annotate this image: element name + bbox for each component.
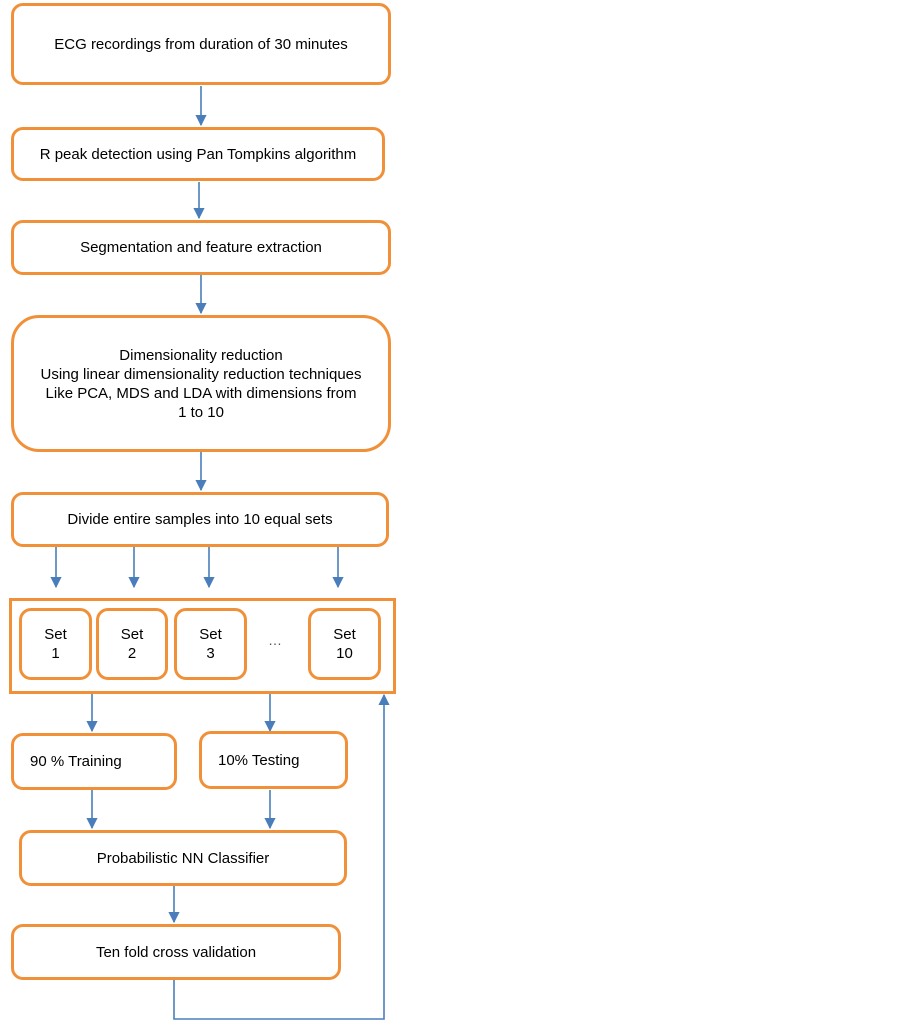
training-label: 90 % Training xyxy=(30,753,122,770)
dimred-line-3: Like PCA, MDS and LDA with dimensions fr… xyxy=(45,384,357,402)
set-10-box: Set 10 xyxy=(308,608,381,680)
set-1-number: 1 xyxy=(51,645,60,662)
set-3-number: 3 xyxy=(206,645,215,662)
set-2-number: 2 xyxy=(127,645,137,662)
dimensionality-reduction-box: Dimensionality reduction Using linear di… xyxy=(11,315,391,452)
divide-sets-box: Divide entire samples into 10 equal sets xyxy=(11,492,389,547)
classifier-label: Probabilistic NN Classifier xyxy=(96,849,270,867)
divide-sets-label: Divide entire samples into 10 equal sets xyxy=(67,511,333,528)
arrow-crossval-feedback xyxy=(173,693,390,1020)
set-3-box: Set 3 xyxy=(174,608,247,680)
set-2-label: Set xyxy=(120,626,144,643)
set-10-label: Set xyxy=(333,626,356,643)
segmentation-box: Segmentation and feature extraction xyxy=(11,220,391,275)
r-peak-detection-label: R peak detection using Pan Tompkins algo… xyxy=(39,145,357,163)
sets-ellipsis: … xyxy=(268,632,284,648)
segmentation-label: Segmentation and feature extraction xyxy=(80,239,322,256)
r-peak-detection-box: R peak detection using Pan Tompkins algo… xyxy=(11,127,385,181)
set-1-label: Set xyxy=(44,626,67,643)
cross-validation-label: Ten fold cross validation xyxy=(95,943,257,961)
set-3-label: Set xyxy=(199,626,222,643)
testing-box: 10% Testing xyxy=(199,731,348,789)
cross-validation-box: Ten fold cross validation xyxy=(11,924,341,980)
set-2-box: Set 2 xyxy=(96,608,168,680)
classifier-box: Probabilistic NN Classifier xyxy=(19,830,347,886)
dimred-line-2: Using linear dimensionality reduction te… xyxy=(40,365,362,383)
set-1-box: Set 1 xyxy=(19,608,92,680)
set-10-number: 10 xyxy=(336,645,353,662)
training-box: 90 % Training xyxy=(11,733,177,790)
dimred-line-1: Dimensionality reduction xyxy=(119,346,283,364)
ecg-recordings-box: ECG recordings from duration of 30 minut… xyxy=(11,3,391,85)
testing-label: 10% Testing xyxy=(218,751,300,769)
dimred-line-4: 1 to 10 xyxy=(178,403,224,421)
ecg-recordings-label: ECG recordings from duration of 30 minut… xyxy=(54,35,348,53)
